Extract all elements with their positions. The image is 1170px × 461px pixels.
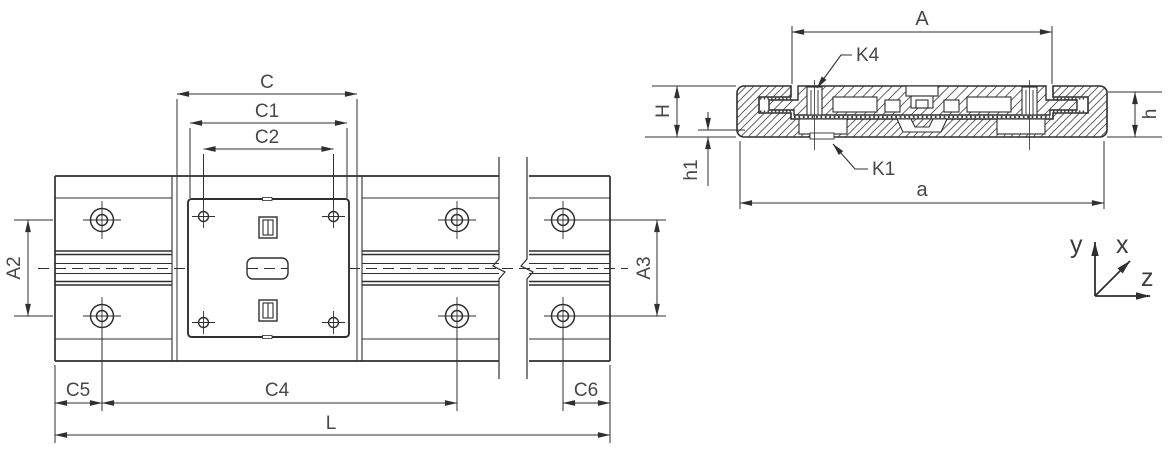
dim-C1-label: C1 xyxy=(255,101,279,122)
dim-C1: C1 xyxy=(189,101,348,198)
dim-a-label: a xyxy=(916,179,928,201)
dim-C6-label: C6 xyxy=(574,380,598,401)
dim-L: L xyxy=(54,413,611,438)
grease-slot-bottom xyxy=(258,299,278,322)
carriage-edge-notch xyxy=(262,334,273,339)
section-table-pockets xyxy=(832,85,1012,113)
dim-A2: A2 xyxy=(4,219,53,317)
mounting-hole xyxy=(83,201,121,239)
section-bolt-left xyxy=(798,80,848,150)
rail-surface-lines xyxy=(55,176,610,361)
section-base-tongue xyxy=(896,118,948,133)
mounting-hole xyxy=(544,201,582,239)
dim-h1-label: h1 xyxy=(681,159,702,180)
label-K4: K4 xyxy=(856,45,880,66)
axis-z-label: z xyxy=(1141,264,1154,292)
dim-C4: C4 xyxy=(101,330,458,411)
axis-x-label: x xyxy=(1116,231,1129,259)
dim-a-lower: a xyxy=(739,141,1105,209)
dim-C2-label: C2 xyxy=(255,127,279,148)
dim-H: H xyxy=(645,85,736,138)
mounting-hole xyxy=(438,201,476,239)
center-groove-mid xyxy=(910,95,934,109)
section-view: A K4 K1 H h1 h xyxy=(645,8,1162,209)
section-bolt-right xyxy=(996,80,1046,150)
dim-L-label: L xyxy=(326,413,337,434)
mounting-hole xyxy=(83,297,121,335)
dim-h-label: h xyxy=(1140,109,1161,120)
mounting-hole xyxy=(544,297,582,335)
dim-h1: h1 xyxy=(681,112,745,186)
leader-K1: K1 xyxy=(832,143,895,180)
dim-C-label: C xyxy=(260,72,274,93)
center-groove-inner xyxy=(915,99,929,109)
rail-mounting-holes xyxy=(83,201,582,335)
grease-slot-top xyxy=(258,216,278,239)
rail-outline xyxy=(54,175,611,362)
dim-C5: C5 xyxy=(54,330,103,443)
dim-C: C xyxy=(176,72,358,361)
carriage-edge-notch xyxy=(262,196,273,201)
dim-A-upper: A xyxy=(791,8,1053,84)
dim-C6: C6 xyxy=(562,330,611,443)
dim-A3-label: A3 xyxy=(634,256,655,279)
axis-y-label: y xyxy=(1070,231,1083,259)
ball-cage-strips xyxy=(760,97,1086,119)
axis-x xyxy=(1094,260,1131,297)
dim-C2: C2 xyxy=(203,127,334,205)
dim-h: h xyxy=(1107,91,1162,138)
coordinate-axes: y x z xyxy=(1070,231,1154,300)
label-K1: K1 xyxy=(872,159,895,180)
plan-view: C C1 C2 A2 A3 C5 xyxy=(4,72,666,443)
dim-C5-label: C5 xyxy=(66,380,90,401)
dim-A2-label: A2 xyxy=(4,256,25,279)
dim-C4-label: C4 xyxy=(265,380,290,401)
dim-A3: A3 xyxy=(578,219,666,317)
dim-H-label: H xyxy=(653,104,674,118)
carriage-screw-holes xyxy=(192,205,345,334)
center-groove-top xyxy=(905,85,939,97)
dim-A-label: A xyxy=(915,8,929,30)
leader-K4: K4 xyxy=(816,45,880,89)
mounting-hole xyxy=(438,297,476,335)
